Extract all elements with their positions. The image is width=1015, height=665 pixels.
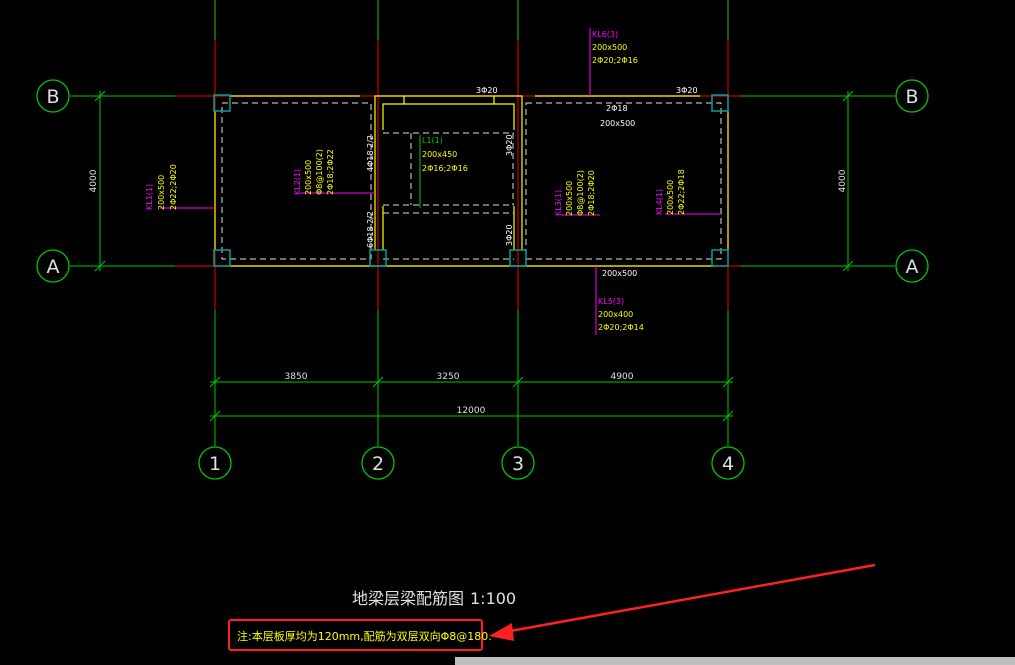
- kl3-name: KL3(1): [554, 190, 563, 216]
- kl5-name: KL5(3): [598, 297, 624, 306]
- kl2-rebar: 2Φ18;2Φ22: [326, 149, 335, 195]
- l1-rebar: 2Φ16;2Φ16: [422, 164, 468, 173]
- anno-bottom-span3-size: 200x500: [602, 269, 637, 278]
- beam-kl1-label: KL1(1) 200x500 2Φ22;2Φ20: [145, 164, 178, 210]
- arrow-annotation: [489, 563, 876, 641]
- column-a2: [369, 249, 387, 267]
- anno-col2-top: 4Φ18 2/2: [366, 135, 375, 172]
- column-b4: [711, 94, 729, 112]
- anno-top-span3-rebar: 2Φ18: [606, 104, 628, 113]
- drawing-note: 注:本层板厚均为120mm,配筋为双层双向Φ8@180.: [237, 629, 492, 643]
- kl1-size: 200x500: [157, 175, 166, 210]
- column-a4: [711, 249, 729, 267]
- drawing-scale: 1:100: [470, 589, 516, 608]
- kl1-rebar: 2Φ22;2Φ20: [169, 164, 178, 210]
- horizontal-scrollbar[interactable]: [455, 657, 1015, 665]
- l1-size: 200x450: [422, 150, 457, 159]
- anno-col2-bottom: 6Φ18 2/2: [366, 211, 375, 248]
- red-axis-lines: [175, 0, 740, 310]
- kl6-rebar: 2Φ20;2Φ16: [592, 56, 638, 65]
- axis-label-4: 4: [722, 453, 734, 475]
- axis-label-b-right: B: [905, 86, 918, 108]
- column-b1: [213, 94, 231, 112]
- beam-kl2-label: KL2(1) 200x500 Φ8@100(2) 2Φ18;2Φ22: [293, 149, 335, 195]
- dashed-beam-lines: [221, 102, 722, 260]
- kl4-size: 200x500: [666, 180, 675, 215]
- kl1-name: KL1(1): [145, 184, 154, 210]
- dim-span-3-4: 4900: [611, 372, 634, 382]
- kl2-name: KL2(1): [293, 169, 302, 195]
- beam-kl3-label: KL3(1) 200x500 Φ8@100(2) 2Φ18;2Φ20: [554, 170, 596, 216]
- axis-label-a-left: A: [47, 256, 60, 278]
- axis-bubble-b-left: [36, 79, 70, 113]
- axis-bubble-a-left: [36, 249, 70, 283]
- kl3-size: 200x500: [565, 181, 574, 216]
- dim-left-height: 4000: [89, 169, 99, 192]
- kl5-size: 200x400: [598, 310, 633, 319]
- grid-lines: [70, 0, 895, 446]
- axis-bubble-1: [198, 446, 232, 480]
- dim-span-1-2: 3850: [285, 372, 308, 382]
- kl3-rebar: 2Φ18;2Φ20: [587, 170, 596, 216]
- kl5-rebar: 2Φ20;2Φ14: [598, 323, 644, 332]
- dim-total: 12000: [457, 406, 486, 416]
- columns: [213, 94, 729, 267]
- anno-col3-top: 3Φ20: [505, 134, 514, 156]
- note-highlight-box: [228, 619, 483, 651]
- axis-label-a-right: A: [906, 256, 919, 278]
- beam-outlines: [214, 95, 729, 267]
- leader-lines: [160, 28, 722, 335]
- axis-bubbles: [36, 79, 929, 480]
- axis-label-2: 2: [372, 453, 384, 475]
- anno-top-span3-size: 200x500: [600, 119, 635, 128]
- axis-label-1: 1: [209, 453, 221, 475]
- axis-bubble-4: [711, 446, 745, 480]
- anno-col3-bottom: 3Φ20: [505, 224, 514, 246]
- axis-bubble-3: [501, 446, 535, 480]
- kl2-stirrup: Φ8@100(2): [315, 149, 324, 195]
- kl3-stirrup: Φ8@100(2): [576, 170, 585, 216]
- beam-kl6-label: KL6(3) 200x500 2Φ20;2Φ16: [592, 30, 638, 65]
- axis-bubble-b-right: [895, 79, 929, 113]
- kl2-size: 200x500: [304, 160, 313, 195]
- column-a1: [213, 249, 231, 267]
- anno-top-right: 3Φ20: [676, 86, 698, 95]
- kl6-name: KL6(3): [592, 30, 618, 39]
- drawing-title: 地梁层梁配筋图: [352, 589, 464, 608]
- beam-l1-label: L1(1) 200x450 2Φ16;2Φ16: [422, 136, 468, 173]
- axis-bubble-2: [361, 446, 395, 480]
- beam-kl5-label: KL5(3) 200x400 2Φ20;2Φ14: [598, 297, 644, 332]
- axis-bubble-a-right: [895, 249, 929, 283]
- l1-name: L1(1): [422, 136, 443, 145]
- kl4-rebar: 2Φ22;2Φ18: [677, 169, 686, 215]
- anno-top-mid: 3Φ20: [476, 86, 498, 95]
- dim-right-height: 4000: [838, 169, 848, 192]
- axis-label-3: 3: [512, 453, 524, 475]
- kl6-size: 200x500: [592, 43, 627, 52]
- column-a3: [509, 249, 527, 267]
- dim-span-2-3: 3250: [437, 372, 460, 382]
- beam-kl4-label: KL4(1) 200x500 2Φ22;2Φ18: [655, 169, 686, 215]
- kl4-name: KL4(1): [655, 189, 664, 215]
- axis-label-b-left: B: [46, 86, 59, 108]
